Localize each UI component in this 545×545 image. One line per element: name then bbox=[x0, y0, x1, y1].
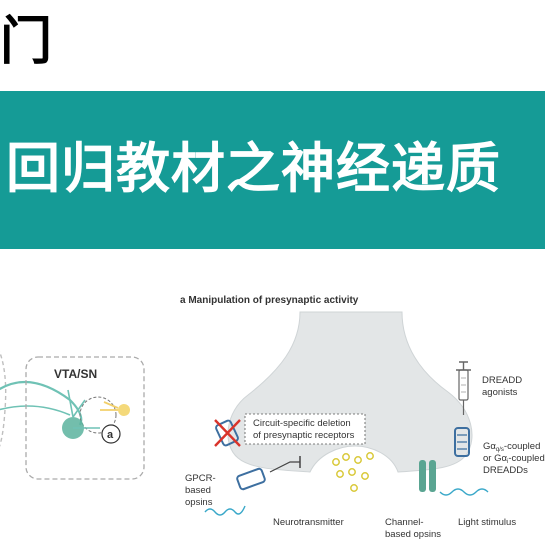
channel-opsin bbox=[419, 460, 436, 492]
vesicle bbox=[348, 468, 356, 476]
gpcr-label-line2: based bbox=[185, 485, 211, 496]
light-wave-left bbox=[204, 505, 246, 516]
presynaptic-terminal bbox=[227, 311, 473, 473]
title-banner: 回归教材之神经递质 bbox=[0, 91, 545, 249]
vesicle bbox=[354, 456, 362, 464]
vesicle bbox=[366, 452, 374, 460]
left-region-border bbox=[0, 351, 7, 447]
deletion-label-line2: of presynaptic receptors bbox=[253, 430, 355, 441]
gpcr-label-line3: opsins bbox=[185, 497, 213, 508]
vesicle bbox=[361, 472, 369, 480]
vesicle bbox=[332, 458, 340, 466]
channel-label-line1: Channel- bbox=[385, 517, 424, 528]
title-fragment: 门 bbox=[0, 12, 53, 72]
dreadd-agonists-line2: agonists bbox=[482, 387, 518, 398]
terminal-panel: a Manipulation of presynaptic activity C… bbox=[180, 295, 545, 540]
syringe-icon bbox=[456, 361, 471, 415]
deletion-label-line1: Circuit-specific deletion bbox=[253, 418, 351, 429]
deletion-label-box bbox=[244, 413, 366, 445]
inset-marker-circle bbox=[101, 424, 121, 444]
circuit-panel: VTA/SN a bbox=[0, 351, 145, 480]
vta-sn-box bbox=[25, 356, 145, 480]
dendrites bbox=[67, 389, 100, 429]
gi-coupled-label: or Gαi-coupled bbox=[483, 453, 545, 465]
axon-path-2 bbox=[0, 405, 71, 416]
vesicle bbox=[336, 470, 344, 478]
channel-label-line2: based opsins bbox=[385, 529, 441, 540]
inset-marker: a bbox=[107, 429, 114, 441]
gpcr-opsin bbox=[236, 456, 301, 491]
light-wave-right bbox=[439, 488, 489, 496]
dreadd-agonists-line1: DREADD bbox=[482, 375, 522, 386]
target-neuron bbox=[118, 404, 130, 416]
zoom-circle bbox=[79, 396, 117, 434]
deleted-receptor bbox=[214, 419, 241, 447]
presynaptic-diagram: VTA/SN a a Manipulation of presynaptic a… bbox=[0, 295, 545, 540]
neurotransmitter-label: Neurotransmitter bbox=[273, 517, 344, 528]
projection bbox=[100, 401, 119, 411]
vesicle bbox=[342, 453, 350, 461]
dreadd-receptor bbox=[454, 427, 470, 457]
gq-coupled-label: Gαq/s-coupled bbox=[483, 441, 540, 453]
panel-title: a Manipulation of presynaptic activity bbox=[180, 295, 359, 306]
dreadds-label: DREADDs bbox=[483, 465, 528, 476]
vesicle bbox=[350, 484, 358, 492]
banner-title: 回归教材之神经递质 bbox=[6, 137, 501, 200]
light-stimulus-label: Light stimulus bbox=[458, 517, 516, 528]
gpcr-label-line1: GPCR- bbox=[185, 473, 216, 484]
region-label: VTA/SN bbox=[54, 367, 97, 381]
